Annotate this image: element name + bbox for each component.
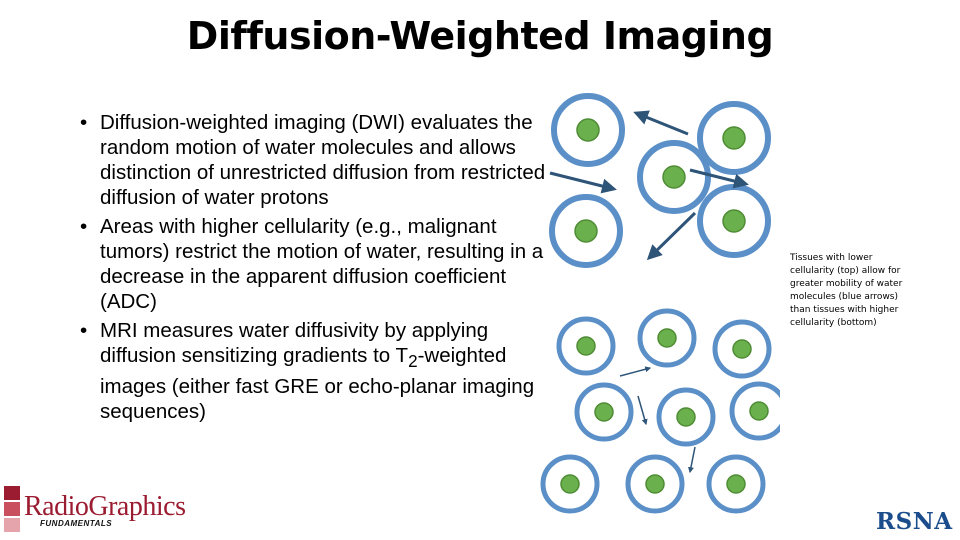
water-motion-arrow-icon: [633, 110, 689, 136]
slide-title: Diffusion-Weighted Imaging: [186, 14, 774, 58]
cell-icon: [556, 316, 616, 376]
cellularity-diagram: [540, 93, 780, 514]
cell-icon: [551, 93, 625, 167]
cell-icon: [637, 308, 697, 368]
bullet-marker: •: [80, 215, 88, 238]
diagram-caption: Tissues with lower cellularity (top) all…: [790, 253, 903, 328]
water-motion-arrow-icon: [637, 395, 648, 426]
bullet-item: • Areas with higher cellularity (e.g., m…: [78, 214, 548, 314]
radiographics-wordmark: RadioGraphics: [24, 491, 186, 522]
bullet-marker: •: [80, 319, 88, 342]
cell-icon: [549, 194, 623, 268]
high-cellularity-group: [540, 308, 780, 514]
rsna-logo: RSNA: [876, 508, 953, 535]
cell-icon: [697, 184, 771, 258]
bullet-list: • Diffusion-weighted imaging (DWI) evalu…: [78, 110, 548, 428]
water-motion-arrow-icon: [687, 446, 696, 474]
bullet-text: Diffusion-weighted imaging (DWI) evaluat…: [100, 111, 546, 209]
cell-icon: [729, 381, 780, 441]
low-cellularity-group: [549, 93, 771, 268]
radiographics-subtitle: FUNDAMENTALS: [40, 519, 113, 528]
water-motion-arrow-icon: [689, 168, 749, 189]
cell-icon: [712, 319, 772, 379]
bullet-marker: •: [80, 111, 88, 134]
bullet-item: • Diffusion-weighted imaging (DWI) evalu…: [78, 110, 548, 210]
cell-icon: [697, 101, 771, 175]
cell-icon: [540, 454, 600, 514]
bullet-subscript: 2: [408, 352, 418, 372]
water-motion-arrow-icon: [549, 171, 617, 194]
cell-icon: [706, 454, 766, 514]
bullet-text-start: MRI measures water diffusivity by applyi…: [100, 319, 489, 367]
cell-icon: [625, 454, 685, 514]
water-motion-arrow-icon: [619, 366, 652, 377]
bullet-text-end: -weighted images (either fast GRE or ech…: [100, 344, 535, 424]
cell-icon: [656, 387, 716, 447]
water-motion-arrow-icon: [646, 211, 697, 261]
bullet-text: Areas with higher cellularity (e.g., mal…: [100, 215, 544, 313]
bullet-item: • MRI measures water diffusivity by appl…: [78, 318, 548, 424]
cell-icon: [574, 382, 634, 442]
cell-icon: [637, 140, 711, 214]
radiographics-logo: [4, 486, 20, 532]
